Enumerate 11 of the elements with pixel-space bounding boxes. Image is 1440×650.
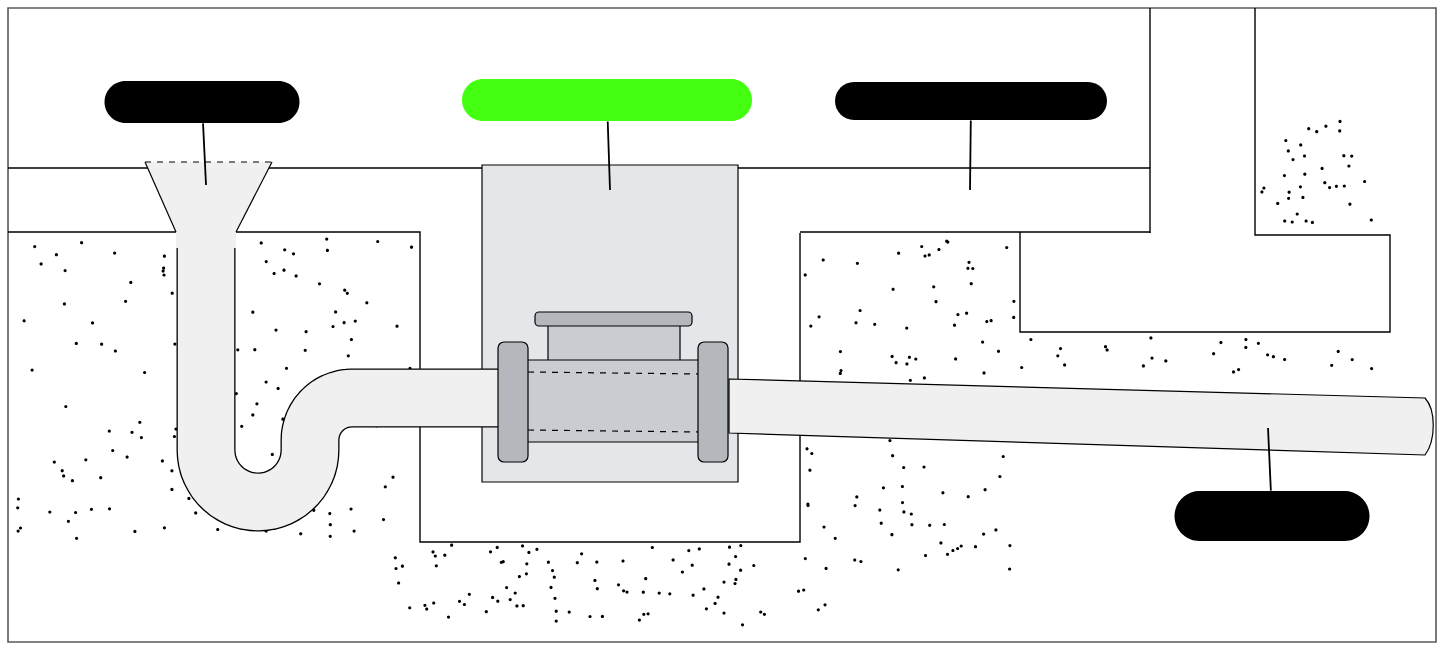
scribble bbox=[104, 81, 300, 123]
sewer-pipe bbox=[728, 378, 1434, 456]
drain-trap-drawing bbox=[144, 161, 498, 532]
leader-line bbox=[606, 120, 611, 191]
leader-line bbox=[202, 122, 207, 186]
leader-line bbox=[1267, 427, 1272, 492]
scribble bbox=[835, 82, 1107, 120]
leader-line bbox=[969, 119, 972, 191]
scribble bbox=[1174, 491, 1370, 541]
scribble bbox=[462, 79, 752, 121]
floor-slab bbox=[799, 167, 1151, 233]
